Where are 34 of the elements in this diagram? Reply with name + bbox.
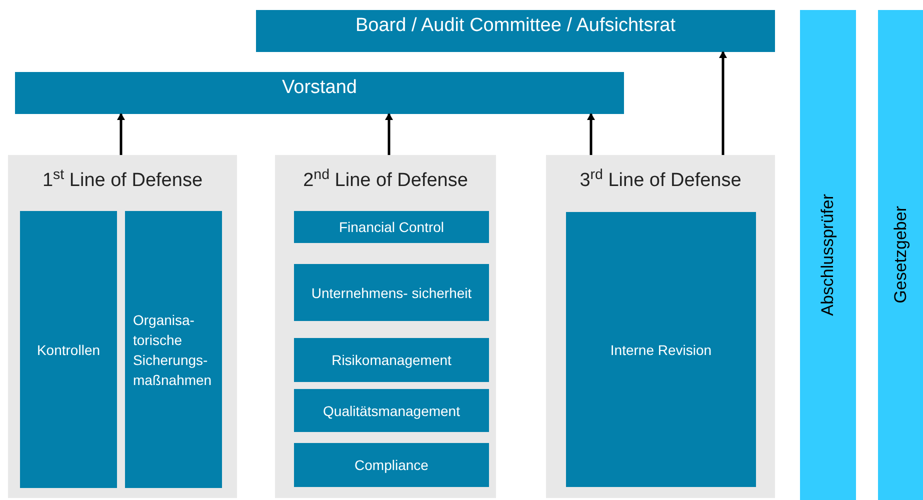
group-panel: [275, 155, 496, 498]
side-column: [800, 10, 856, 500]
box-label: Vorstand: [282, 76, 357, 100]
box-label: Risikomanagement: [332, 351, 452, 370]
arrow: [719, 51, 727, 155]
box-label: Qualitätsmanagement: [323, 402, 460, 420]
function-box: [294, 264, 489, 321]
arrow: [117, 113, 125, 155]
box-label: Kontrollen: [36, 340, 100, 360]
arrow: [385, 113, 393, 155]
panel-heading: 2$^{nd}$ Line of Defense: [302, 167, 469, 193]
function-box: [566, 212, 756, 487]
function-box: [294, 338, 489, 382]
box-label: Unternehmens- sicherheit: [311, 284, 472, 302]
box-label: Organisa- torische Sicherungs- maßnahmen: [133, 310, 213, 390]
function-box: [20, 211, 117, 488]
panel-heading: 3$^{rd}$ Line of Defense: [578, 167, 742, 193]
function-box: [294, 211, 489, 243]
box-label: Financial Control: [338, 218, 444, 237]
side-column: [878, 10, 923, 500]
box-label: Gesetzgeber: [890, 206, 911, 304]
header-bar: [15, 72, 624, 114]
group-panel: [546, 155, 775, 498]
function-box: [294, 389, 489, 432]
box-label: Abschlussprüfer: [817, 194, 838, 316]
header-bar: [256, 10, 775, 52]
arrow: [587, 113, 595, 155]
function-box: [125, 211, 222, 488]
panel-heading: 1$^{st}$ Line of Defense: [41, 167, 204, 193]
box-label: Interne Revision: [610, 340, 712, 360]
box-label: Board / Audit Committee / Aufsichtsrat: [356, 14, 676, 38]
function-box: [294, 443, 489, 487]
group-panel: [8, 155, 237, 498]
box-label: Compliance: [354, 456, 428, 475]
